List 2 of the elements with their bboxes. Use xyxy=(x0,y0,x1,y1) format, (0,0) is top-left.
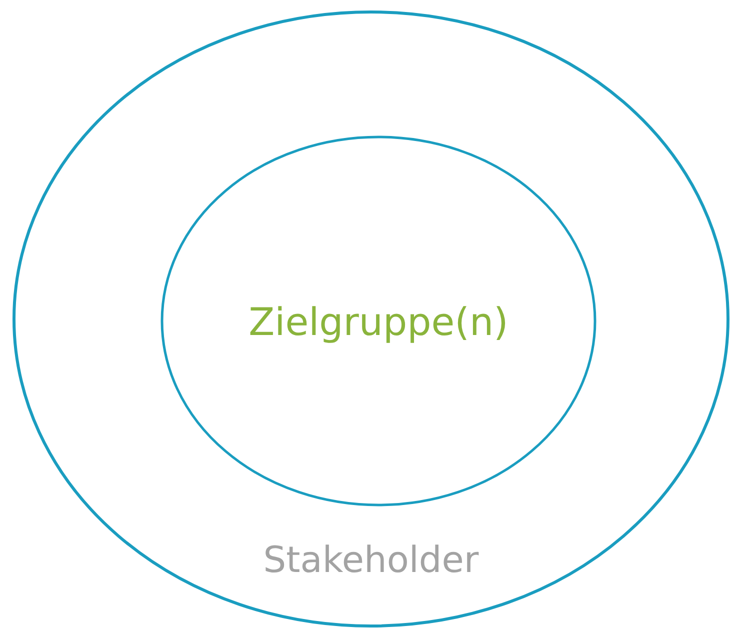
group-label: Stakeholder xyxy=(263,540,479,581)
center-label: Zielgruppe(n) xyxy=(248,300,508,344)
